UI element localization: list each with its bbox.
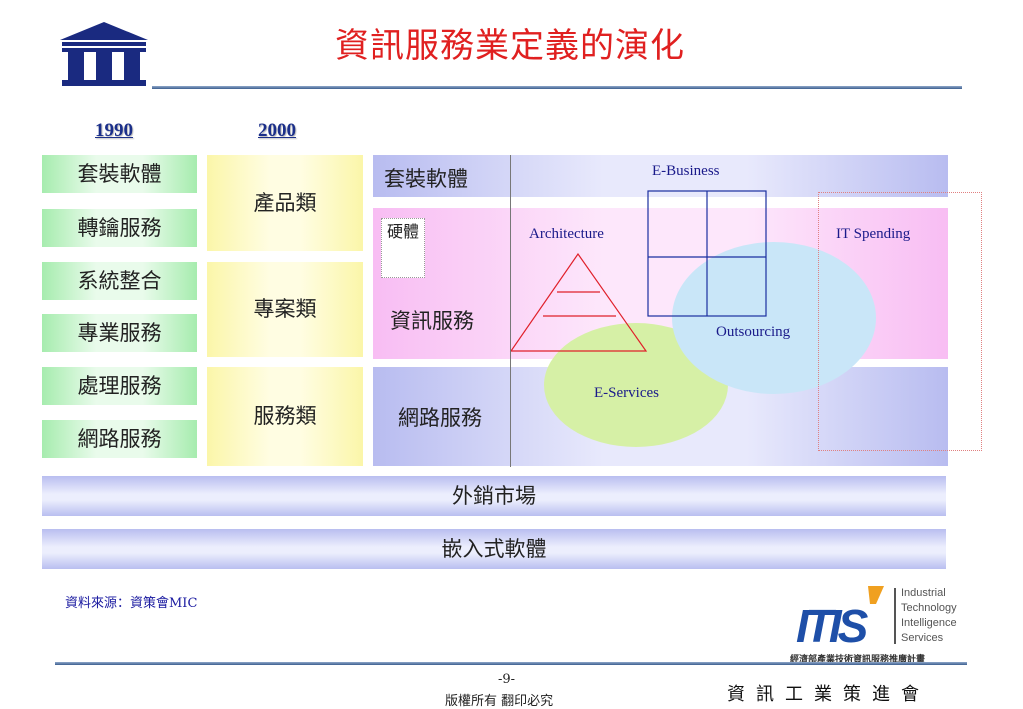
source-note: 資料來源：資策會MIC bbox=[65, 596, 198, 611]
year-1990-header: 1990 bbox=[95, 120, 133, 141]
footer-divider bbox=[55, 662, 967, 665]
copyright-note: 版權所有 翻印必究 bbox=[445, 694, 554, 709]
ebusiness-label: E-Business bbox=[652, 163, 720, 179]
cell-2000-project: 專案類 bbox=[207, 262, 363, 357]
itis-line: Services bbox=[901, 632, 944, 644]
block-package-software-label: 套裝軟體 bbox=[384, 167, 468, 191]
ebusiness-grid bbox=[647, 190, 767, 317]
itis-logo: ITIS bbox=[796, 586, 896, 652]
architecture-label: Architecture bbox=[529, 226, 604, 242]
cell-1990-network-services: 網路服務 bbox=[42, 420, 197, 458]
it-spending-box bbox=[818, 192, 982, 451]
itis-line: Technology bbox=[901, 602, 957, 614]
organization-name: 資訊工業策進會 bbox=[727, 684, 930, 705]
title-divider bbox=[152, 86, 962, 89]
cell-1990-package-software: 套裝軟體 bbox=[42, 155, 197, 193]
itis-caption: 經濟部產業技術資訊服務推廣計畫 bbox=[790, 655, 926, 665]
architecture-pyramid bbox=[509, 252, 648, 352]
it-spending-label: IT Spending bbox=[836, 226, 911, 242]
eservices-ellipse bbox=[544, 323, 728, 447]
bar-export-market: 外銷市場 bbox=[42, 476, 946, 516]
cell-1990-turnkey: 轉鑰服務 bbox=[42, 209, 197, 247]
eservices-label: E-Services bbox=[594, 385, 659, 401]
cell-2000-service: 服務類 bbox=[207, 367, 363, 466]
cell-1990-processing-services: 處理服務 bbox=[42, 367, 197, 405]
divider-line bbox=[510, 155, 511, 467]
block-it-services-label: 資訊服務 bbox=[390, 309, 474, 333]
hardware-box: 硬體 bbox=[381, 218, 425, 278]
page-number: -9- bbox=[498, 672, 516, 687]
outsourcing-label: Outsourcing bbox=[716, 324, 791, 340]
itis-line: Intelligence bbox=[901, 617, 957, 629]
bar-embedded-software: 嵌入式軟體 bbox=[42, 529, 946, 569]
year-2000-header: 2000 bbox=[258, 120, 296, 141]
block-network-services-label: 網路服務 bbox=[398, 406, 482, 430]
itis-logo-mark: ITIS bbox=[796, 600, 869, 652]
page-title: 資訊服務業定義的演化 bbox=[335, 26, 685, 66]
cell-1990-professional-services: 專業服務 bbox=[42, 314, 197, 352]
cell-1990-system-integration: 系統整合 bbox=[42, 262, 197, 300]
cell-2000-product: 產品類 bbox=[207, 155, 363, 251]
itis-line: Industrial bbox=[901, 587, 946, 599]
itis-text-block: Industrial Technology Intelligence Servi… bbox=[901, 586, 957, 646]
iii-logo bbox=[60, 22, 148, 86]
block-package-software: 套裝軟體 bbox=[373, 155, 948, 197]
outsourcing-ellipse bbox=[672, 242, 876, 394]
